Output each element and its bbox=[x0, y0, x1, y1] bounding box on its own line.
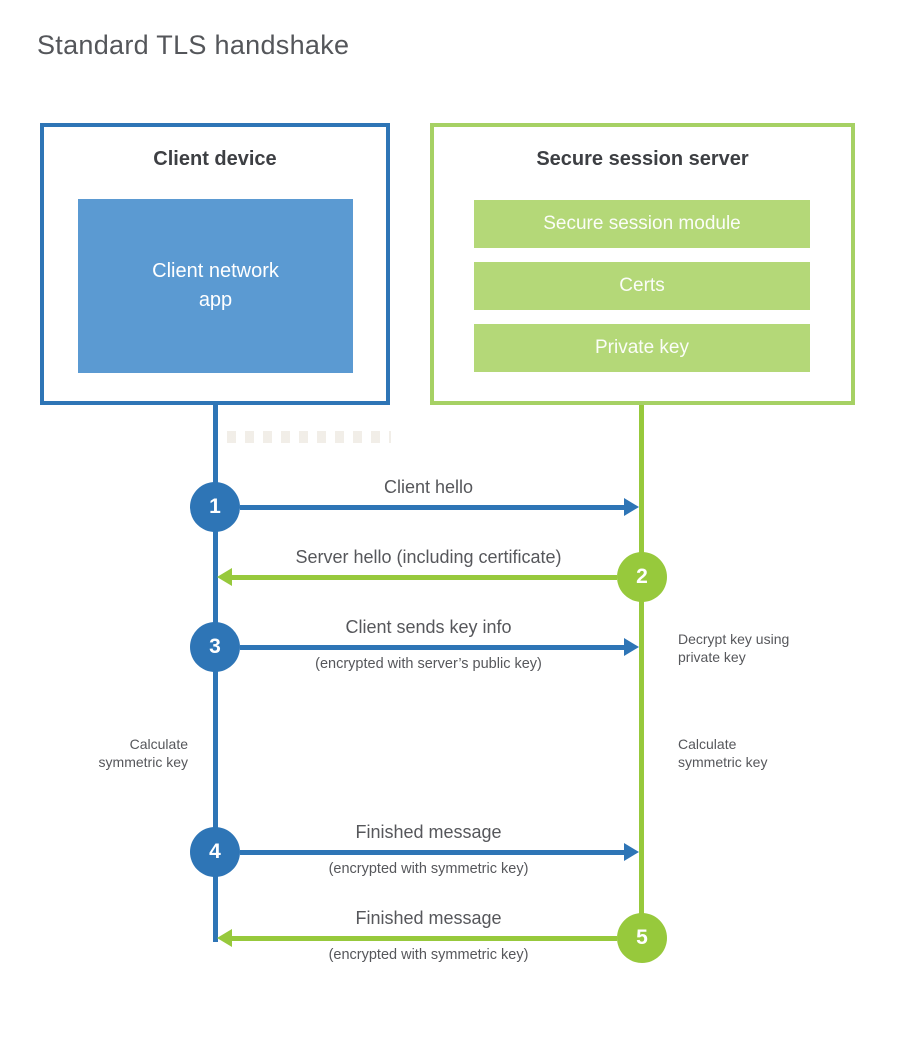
step-1-arrowhead-right-icon bbox=[624, 498, 639, 516]
step-3-message-sublabel: (encrypted with server’s public key) bbox=[315, 656, 542, 672]
client-network-app-block: Client network app bbox=[78, 199, 353, 373]
step-5-message-sublabel: (encrypted with symmetric key) bbox=[328, 947, 529, 963]
module-secure-session: Secure session module bbox=[474, 200, 810, 248]
step-4-arrow-line bbox=[240, 850, 625, 855]
step-4-badge: 4 bbox=[190, 827, 240, 877]
calculate-symmetric-key-note-client: Calculate symmetric key bbox=[98, 736, 188, 770]
step-5-arrowhead-left-icon bbox=[217, 929, 232, 947]
page-title: Standard TLS handshake bbox=[37, 30, 350, 60]
client-box-title: Client device bbox=[153, 148, 277, 170]
step-2-arrowhead-left-icon bbox=[217, 568, 232, 586]
step-1-message-label: Client hello bbox=[383, 477, 474, 497]
server-box: Secure session server Secure session mod… bbox=[430, 123, 855, 405]
step-2-badge: 2 bbox=[617, 552, 667, 602]
server-box-title: Secure session server bbox=[536, 148, 749, 170]
step-3-arrowhead-right-icon bbox=[624, 638, 639, 656]
step-5-arrow-line bbox=[232, 936, 617, 941]
step-3-arrow-line bbox=[240, 645, 625, 650]
decrypt-key-note: Decrypt key using private key bbox=[678, 631, 790, 665]
step-1-badge: 1 bbox=[190, 482, 240, 532]
faint-dashes-artifact bbox=[227, 431, 391, 443]
client-lifeline bbox=[213, 405, 218, 942]
step-1-arrow-line bbox=[240, 505, 625, 510]
step-5-message-label: Finished message bbox=[355, 908, 502, 928]
client-device-box: Client device Client network app bbox=[40, 123, 390, 405]
step-4-message-sublabel: (encrypted with symmetric key) bbox=[328, 861, 529, 877]
step-4-message-label: Finished message bbox=[355, 822, 502, 842]
step-5-badge: 5 bbox=[617, 913, 667, 963]
step-3-badge: 3 bbox=[190, 622, 240, 672]
module-certs: Certs bbox=[474, 262, 810, 310]
step-4-arrowhead-right-icon bbox=[624, 843, 639, 861]
calculate-symmetric-key-note-server: Calculate symmetric key bbox=[678, 736, 768, 770]
server-lifeline bbox=[639, 405, 644, 938]
module-private-key: Private key bbox=[474, 324, 810, 372]
step-3-message-label: Client sends key info bbox=[345, 617, 512, 637]
step-2-arrow-line bbox=[232, 575, 617, 580]
step-2-message-label: Server hello (including certificate) bbox=[295, 547, 562, 567]
